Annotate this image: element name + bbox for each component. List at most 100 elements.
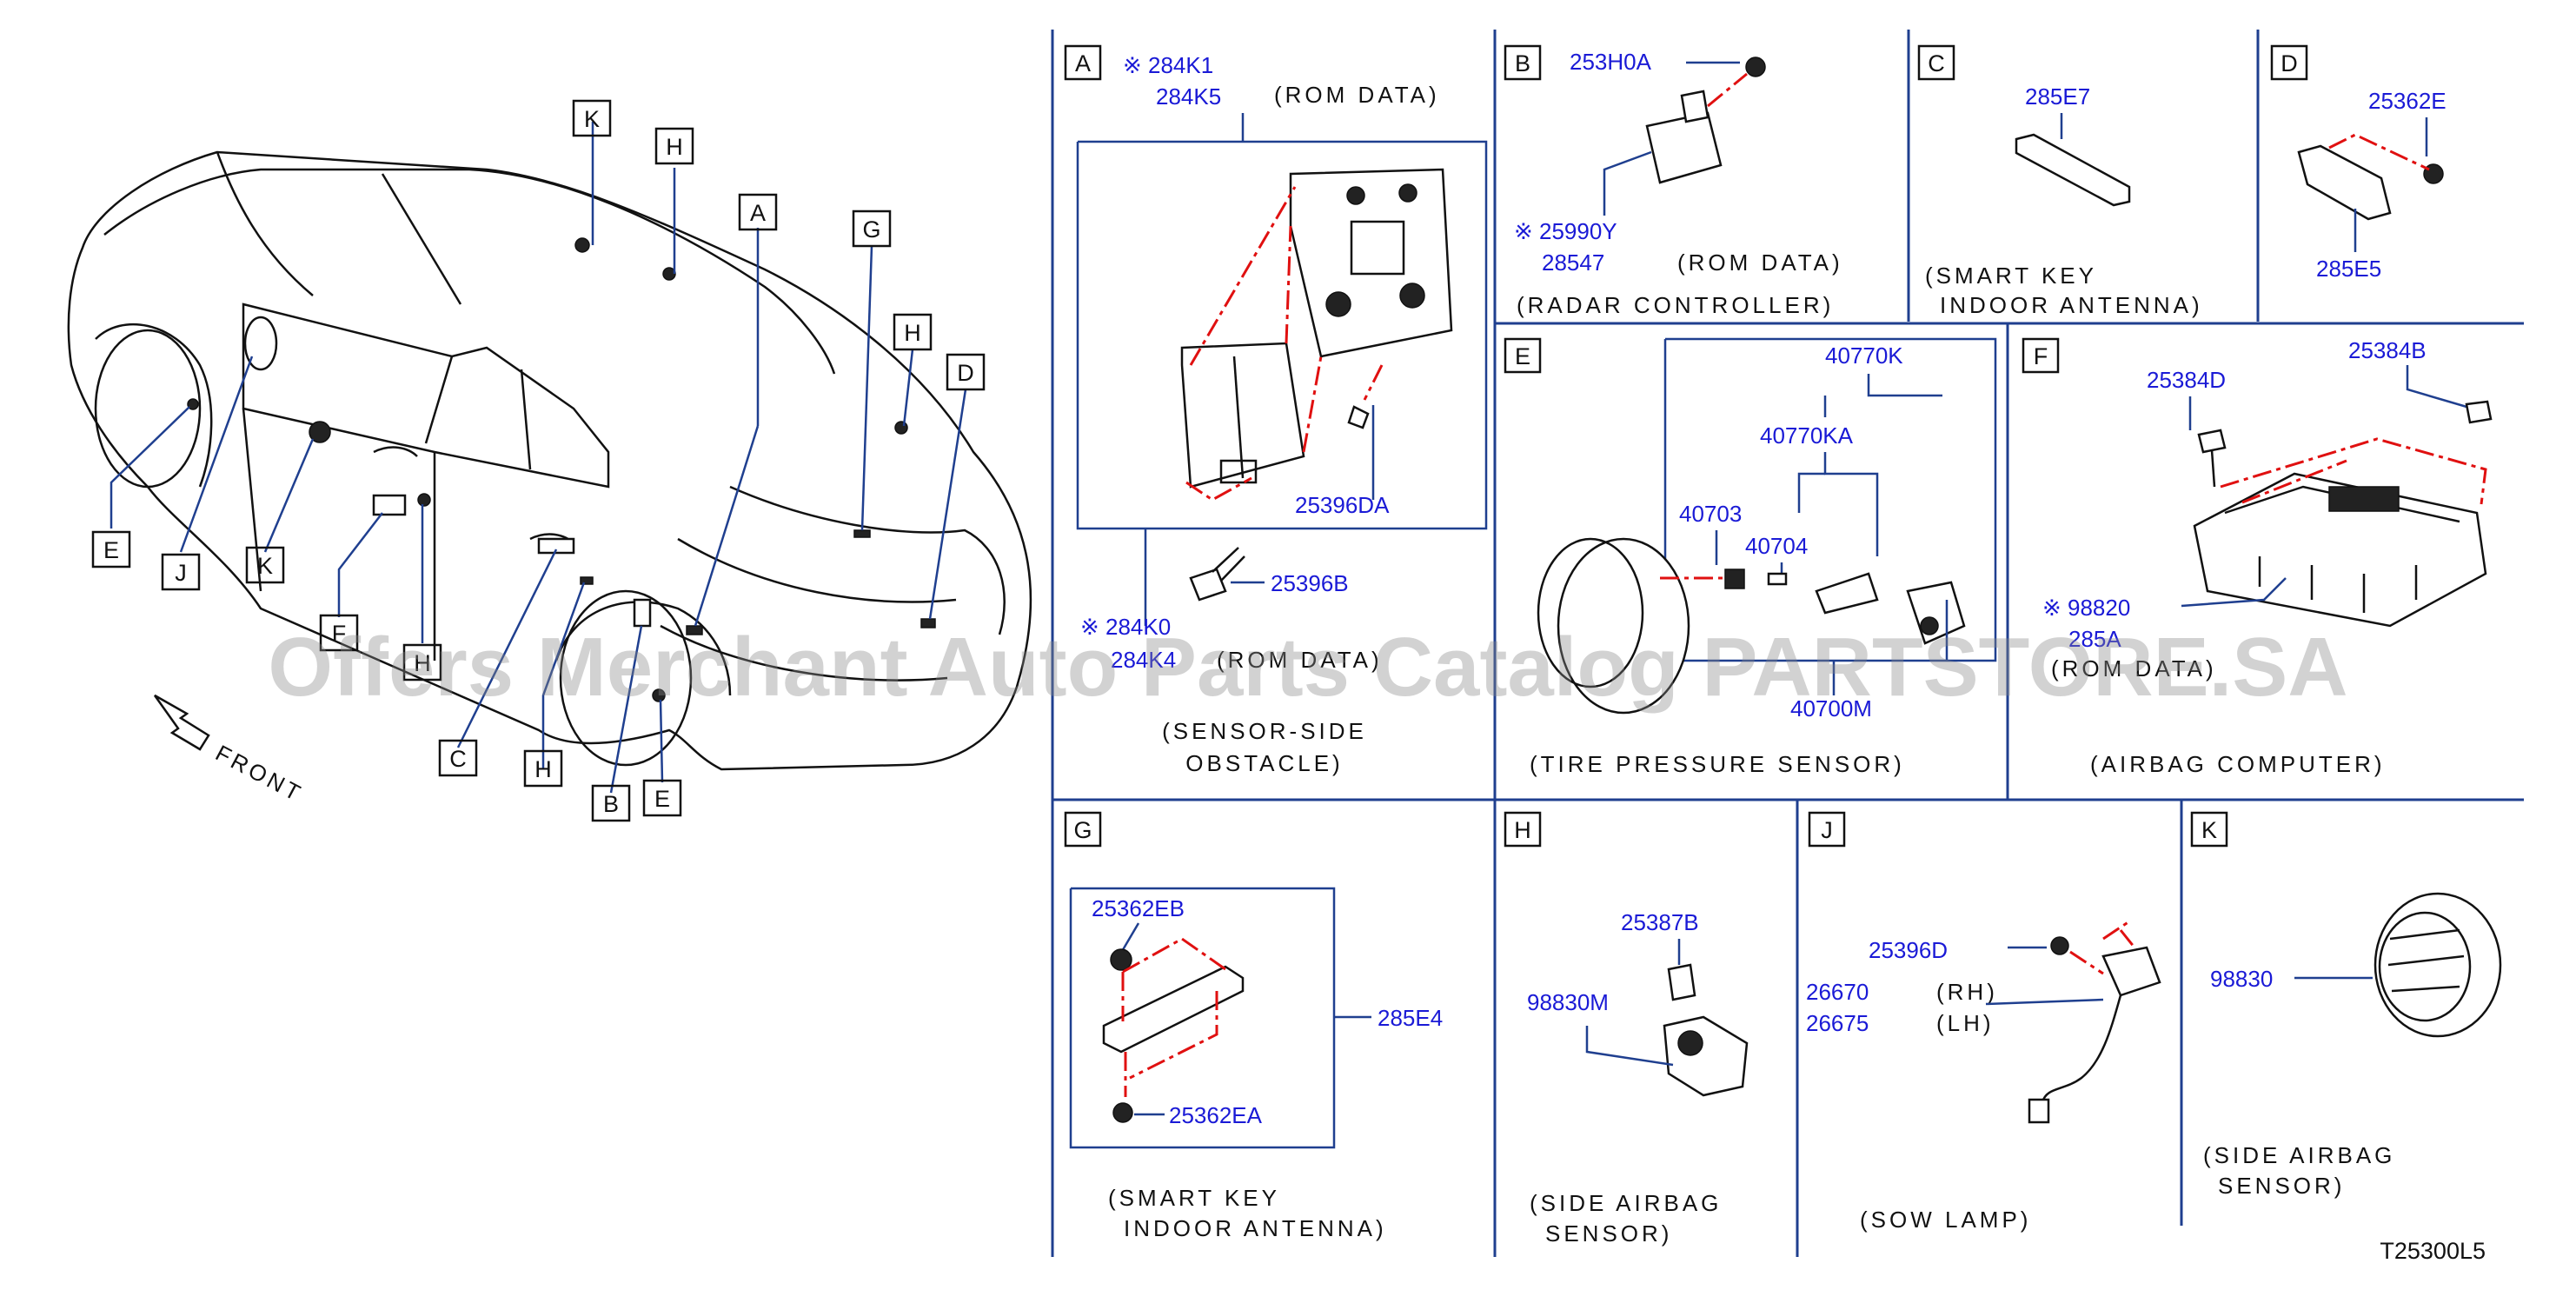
overview-callouts: K H A G H D E J K F H C H B E: [91, 99, 986, 822]
part-253h0a: 253H0A: [1570, 49, 1652, 75]
callout-b: B: [603, 791, 619, 817]
callout-e-bottom: E: [654, 786, 670, 812]
smart-key-antenna-g: [1102, 965, 1245, 1054]
caption-j: (SOW LAMP): [1860, 1207, 2031, 1233]
callout-j: J: [175, 560, 187, 586]
note-lh: (LH): [1936, 1010, 1995, 1036]
caption-a-line1: (SENSOR-SIDE: [1162, 718, 1367, 744]
part-284k1: ※ 284K1: [1123, 52, 1213, 78]
car-body-outline: [67, 150, 1032, 771]
callout-a: A: [750, 200, 766, 226]
airbag-bolt-left: [2197, 429, 2227, 488]
part-284k0: ※ 284K0: [1080, 614, 1171, 640]
section-d-letter: D: [2281, 50, 2298, 76]
caption-a-line2: OBSTACLE): [1185, 750, 1343, 776]
front-wheel-arch: [95, 322, 213, 488]
part-25387b: 25387B: [1621, 909, 1699, 935]
sensor-module-upper: [1289, 168, 1453, 358]
note-rom-data-f: (ROM DATA): [2051, 655, 2217, 682]
section-f: F 25384B 25384D ※ 98820 285A (ROM DATA) …: [2022, 337, 2493, 777]
callout-h-top: H: [666, 134, 683, 160]
section-k-letter: K: [2201, 817, 2217, 843]
part-285a: 285A: [2068, 626, 2121, 652]
wheel-rim-e: [1537, 537, 1690, 715]
callout-h-mid: H: [414, 650, 431, 676]
section-c-letter: C: [1928, 50, 1945, 76]
front-label: FRONT: [211, 740, 308, 808]
sensor-module-lower: [1180, 342, 1305, 489]
caption-g-line1: (SMART KEY: [1108, 1185, 1280, 1211]
part-26670: 26670: [1806, 979, 1869, 1005]
part-25362e: 25362E: [2368, 88, 2447, 114]
part-40770k: 40770K: [1825, 342, 1903, 369]
section-f-letter: F: [2034, 343, 2048, 369]
callout-h-right: H: [904, 320, 921, 346]
smart-key-antenna-c: [2015, 133, 2131, 207]
caption-b: (RADAR CONTROLLER): [1517, 292, 1834, 318]
part-285e4: 285E4: [1378, 1005, 1443, 1031]
section-g: G 25362EB 25362EA 285E4 (SMART KEY INDOO…: [1064, 811, 1443, 1241]
caption-g-line2: INDOOR ANTENNA): [1124, 1215, 1387, 1241]
airbag-computer-unit: [2193, 472, 2487, 628]
caption-k-line1: (SIDE AIRBAG: [2203, 1142, 2395, 1168]
part-284k4: 284K4: [1111, 647, 1176, 673]
caption-h-line1: (SIDE AIRBAG: [1530, 1190, 1722, 1216]
callout-c: C: [449, 746, 467, 772]
part-25384d: 25384D: [2147, 367, 2226, 393]
section-k: K 98830 (SIDE AIRBAG SENSOR): [2190, 811, 2502, 1199]
part-285e5: 285E5: [2316, 256, 2381, 282]
callout-d: D: [957, 360, 974, 386]
callout-k-top: K: [584, 106, 600, 132]
caption-k-line2: SENSOR): [2218, 1173, 2345, 1199]
part-40700m: 40700M: [1790, 695, 1872, 721]
section-a: A ※ 284K1 284K5 (ROM DATA) 25396DA: [1064, 44, 1488, 776]
caption-h-line2: SENSOR): [1545, 1220, 1672, 1247]
airbag-bolt-right: [2465, 400, 2493, 424]
section-h-letter: H: [1514, 817, 1531, 843]
antenna-bracket-d: [2297, 144, 2392, 221]
section-c: C 285E7 (SMART KEY INDOOR ANTENNA): [1917, 44, 2203, 318]
rear-wheel: [559, 589, 693, 767]
caption-f: (AIRBAG COMPUTER): [2090, 751, 2386, 777]
part-285e7: 285E7: [2025, 83, 2090, 110]
callout-k-left: K: [257, 553, 273, 579]
part-98820: ※ 98820: [2042, 595, 2130, 621]
caption-c-line2: INDOOR ANTENNA): [1940, 292, 2203, 318]
callout-f: F: [332, 621, 347, 647]
part-284k5: 284K5: [1156, 83, 1221, 110]
note-rom-data-b: (ROM DATA): [1677, 249, 1843, 276]
section-e: E 40770K 40770KA 40703 40704 40700M (TIR…: [1504, 337, 1997, 777]
section-j: J 25396D 26670 (RH) 26675 (LH) (SOW LAMP…: [1806, 811, 2161, 1233]
bolt-25396b: [1189, 547, 1245, 602]
section-grid: [1051, 30, 2524, 1257]
section-h: H 25387B 98830M (SIDE AIRBAG SENSOR): [1504, 811, 1749, 1247]
section-g-letter: G: [1073, 817, 1092, 843]
watermark: Offers Merchant Auto Parts Catalog PARTS…: [268, 621, 2347, 714]
section-d: D 25362E 285E5: [2270, 44, 2447, 282]
section-a-letter: A: [1075, 50, 1091, 76]
sow-lamp-assembly: [2028, 946, 2161, 1124]
part-40703: 40703: [1679, 501, 1742, 527]
note-rh: (RH): [1936, 979, 1998, 1005]
part-25396da: 25396DA: [1295, 492, 1390, 518]
part-98830: 98830: [2210, 966, 2273, 992]
caption-c-line1: (SMART KEY: [1925, 263, 2097, 289]
overview-leaders: [110, 122, 967, 794]
side-airbag-sensor-k: [2374, 892, 2502, 1038]
tpms-valve: [1815, 572, 1879, 615]
caption-e: (TIRE PRESSURE SENSOR): [1530, 751, 1905, 777]
callout-g: G: [862, 216, 880, 243]
part-25362ea: 25362EA: [1169, 1102, 1263, 1128]
car-windows: [242, 303, 610, 489]
front-wheel: [94, 329, 202, 489]
part-40770ka: 40770KA: [1760, 422, 1854, 449]
part-25362eb: 25362EB: [1092, 895, 1185, 921]
part-25990y: ※ 25990Y: [1514, 218, 1617, 244]
part-40704: 40704: [1745, 533, 1808, 559]
tpms-sensor: [1906, 581, 1966, 645]
diagram-code: T25300L5: [2380, 1238, 2486, 1264]
section-j-letter: J: [1821, 817, 1833, 843]
section-e-letter: E: [1515, 343, 1530, 369]
part-28547: 28547: [1542, 249, 1604, 276]
